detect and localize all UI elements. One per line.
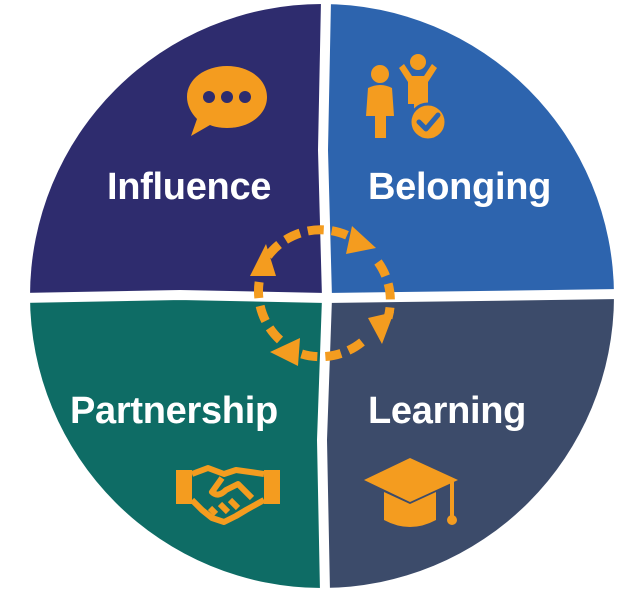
divider-horizontal — [19, 289, 621, 304]
speech-bubble-icon — [187, 66, 267, 136]
quadrant-belonging — [326, 4, 614, 298]
handshake-icon — [176, 465, 280, 525]
cycle-arrow-top — [264, 225, 359, 259]
quadrant-label-partnership: Partnership — [70, 390, 278, 432]
quadrant-label-influence: Influence — [107, 166, 272, 208]
people-check-icon — [366, 54, 448, 142]
cycle-arrowhead-top — [346, 226, 376, 254]
cycle-arrow-right — [374, 259, 395, 320]
cycle-arrow-left — [254, 268, 284, 344]
cycle-arrowhead-left — [250, 244, 276, 276]
graduation-cap-icon — [364, 458, 458, 527]
cycle-arrows-icon — [250, 225, 395, 366]
cycle-arrowhead-right — [368, 312, 394, 344]
cycle-arrowhead-bottom — [270, 338, 300, 366]
cycle-arrow-bottom — [294, 338, 365, 362]
quadrant-label-learning: Learning — [368, 390, 527, 432]
quadrant-learning — [326, 298, 614, 588]
quadrant-label-belonging: Belonging — [368, 166, 552, 208]
quadrant-influence — [30, 4, 326, 298]
